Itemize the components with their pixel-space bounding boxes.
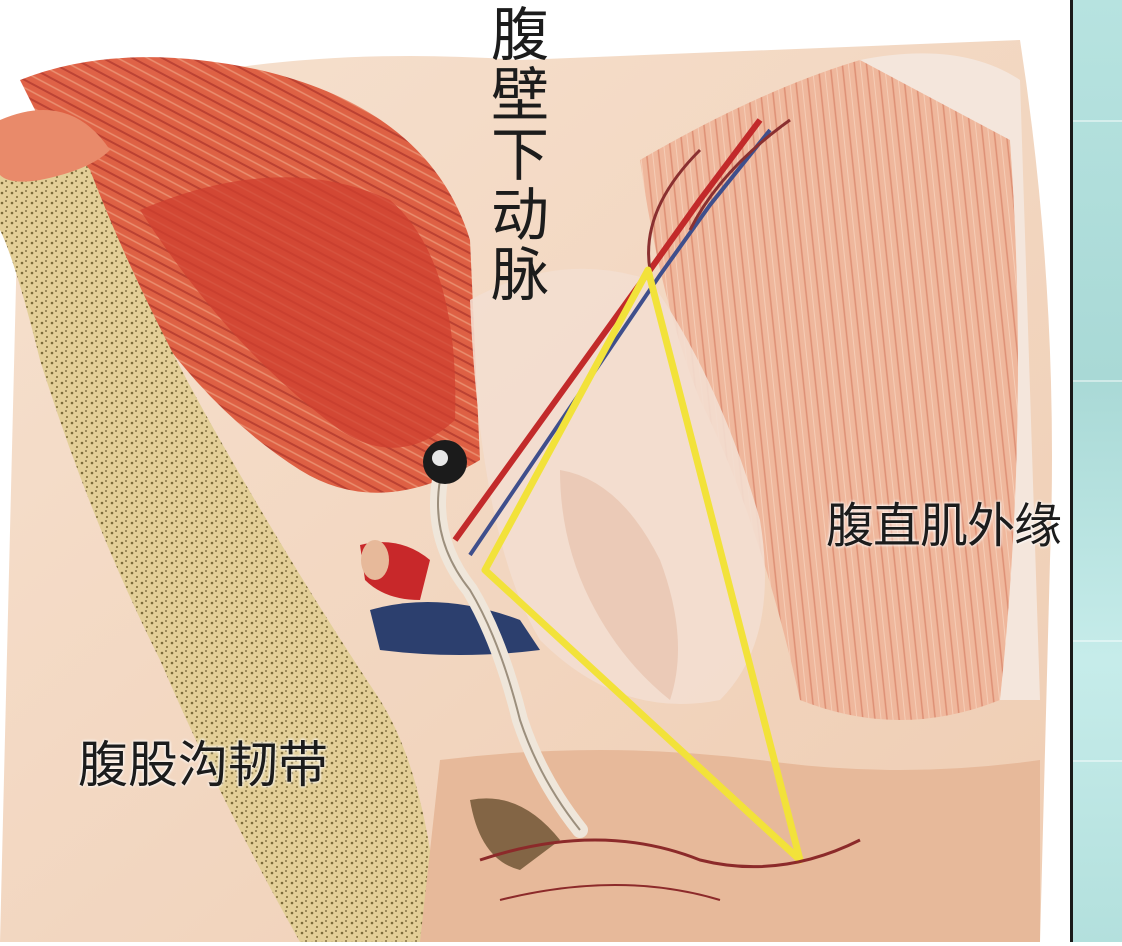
label-inguinal-ligament: 腹股沟韧带 [78,740,328,790]
label-inferior-epigastric-artery: 腹壁下动脉 [478,4,548,304]
side-decoration-panel [1070,0,1122,942]
label-rectus-lateral-border: 腹直肌外缘 [826,502,1061,550]
anatomy-illustration: 腹壁下动脉 腹直肌外缘 腹股沟韧带 [0,0,1070,942]
